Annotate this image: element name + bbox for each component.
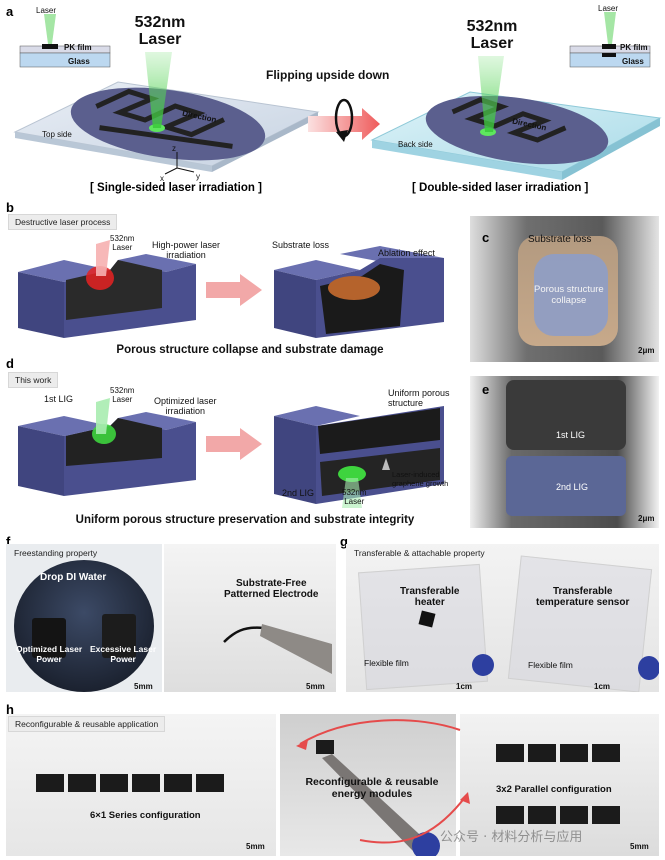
panel-g-flex-left: Flexible film [364,658,409,668]
panel-f-electrode: Substrate-Free Patterned Electrode [224,578,319,600]
panel-c-scale: 2μm [638,346,655,355]
panel-c-porous: Porous structure collapse [534,284,604,306]
panel-h-letter: h [6,702,14,717]
tweezer-with-electrode [223,624,332,674]
series-modules [36,774,224,792]
panel-e-letter: e [482,382,490,397]
panel-f-scale-left: 5mm [134,682,153,691]
left-inset-laser: Laser [36,6,57,15]
panel-h-photo-left [6,714,276,856]
panel-g-sensor: Transferable temperature sensor [536,586,630,608]
panel-b-power: High-power laser irradiation [152,240,221,260]
panel-d-optimized: Optimized laser irradiation [154,396,217,416]
panel-c-substrate-loss: Substrate loss [528,234,592,245]
panel-g-scale-right: 1cm [594,682,611,691]
right-laser-title: 532nm Laser [466,18,518,52]
panel-d-second-lig: 2nd LIG [282,488,315,498]
left-glass-slab [13,81,320,172]
panel-h-tag: Reconfigurable & reusable application [8,716,166,732]
panel-g-flex-right: Flexible film [528,660,573,670]
panel-d-laser: 532nm Laser [110,386,135,404]
panel-b-illustration [18,240,444,338]
panel-c-sem-image [470,216,659,362]
panel-e-second-lig: 2nd LIG [556,482,589,492]
panel-b-laser: 532nm Laser [110,234,135,252]
panel-h-photo-right [460,714,659,856]
panel-f-photo-right [164,544,336,692]
panel-b-caption: Porous structure collapse and substrate … [116,344,384,356]
panel-f-scale-right: 5mm [306,682,325,691]
parallel-modules [496,744,620,824]
panel-d-caption: Uniform porous structure preservation an… [75,514,415,526]
panel-h-modules: Reconfigurable & reusable energy modules [305,776,439,800]
panel-b-ablation: Ablation effect [378,248,435,258]
left-inset [19,14,111,68]
panel-h-series: 6×1 Series configuration [90,810,201,821]
panel-f-photo-left [6,544,162,692]
panel-b-letter: b [6,200,14,215]
panel-b-tag: Destructive laser process [8,214,118,230]
caption-single-sided: [ Single-sided laser irradiation ] [90,182,262,194]
right-glass-slab [370,91,662,180]
panel-h-parallel: 3x2 Parallel configuration [496,784,612,795]
left-inset-glass: Glass [68,57,90,66]
caption-double-sided: [ Double-sided laser irradiation ] [412,182,589,194]
right-inset-film: PK film [620,43,648,52]
panel-d-laser-bottom: 532nm Laser [342,488,367,506]
panel-g-heater: Transferable heater [400,586,460,608]
watermark: 公众号 · 材料分析与应用 [440,830,583,845]
flip-label: Flipping upside down [266,68,390,82]
top-side-label: Top side [42,130,72,139]
panel-b-substrate-loss: Substrate loss [272,240,330,250]
panel-e-scale: 2μm [638,514,655,523]
right-inset [569,12,651,68]
panel-d-illustration [18,398,444,508]
panel-a-letter: a [6,4,14,19]
panel-h-photo-middle [280,714,456,856]
panel-f-optimized: Optimized Laser Power [16,644,83,664]
panel-e-sem-image [470,376,659,528]
panel-h-scale-left: 5mm [246,842,265,851]
panel-h-arrows [296,719,470,844]
panel-f-tag: Freestanding property [14,548,98,558]
panel-d-growth: Laser-induced graphene growth [392,470,449,488]
axis-y: y [196,172,200,181]
panel-d-first-lig: 1st LIG [44,394,74,404]
panel-h-scale-right: 5mm [630,842,649,851]
panel-e-first-lig: 1st LIG [556,430,586,440]
panel-f-letter: f [6,534,11,549]
back-side-label: Back side [398,140,433,149]
left-inset-film: PK film [64,43,92,52]
panel-f-drop: Drop DI Water [40,572,107,583]
axis-x: x [160,174,164,183]
panel-c-letter: c [482,230,490,245]
left-laser-title: 532nm Laser [134,14,186,48]
panel-g-scale-left: 1cm [456,682,473,691]
panel-d-letter: d [6,356,14,371]
panel-d-uniform: Uniform porous structure [388,388,450,408]
tweezer-with-module [316,740,440,856]
panel-g-letter: g [340,534,348,549]
axis-z: z [172,144,176,153]
right-inset-laser: Laser [598,4,619,13]
panel-f-excessive: Excessive Laser Power [90,644,157,664]
panel-g-tag: Transferable & attachable property [354,548,485,558]
panel-a-illustration [13,12,662,180]
panel-g-photo [346,544,659,692]
panel-d-tag: This work [8,372,59,388]
right-inset-glass: Glass [622,57,644,66]
